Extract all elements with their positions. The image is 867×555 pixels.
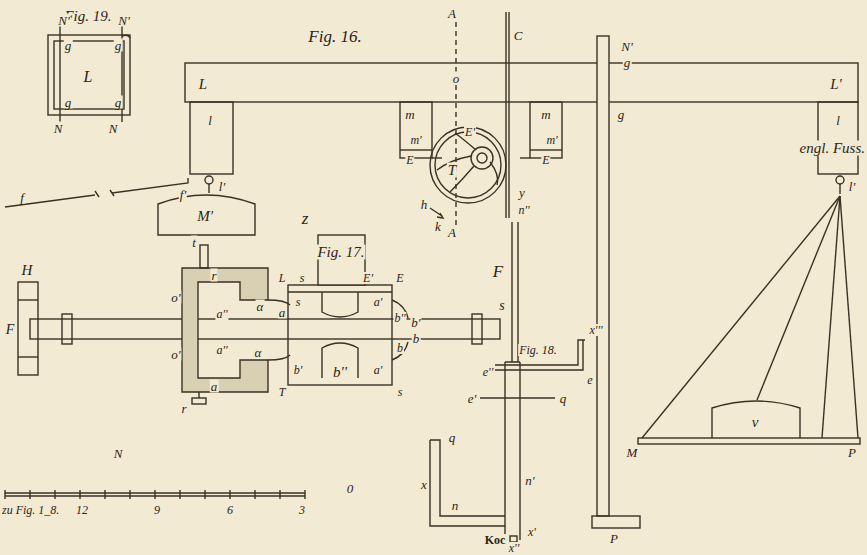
scale-number: 3	[298, 504, 306, 516]
part-letter: f	[19, 191, 25, 204]
part-letter: x''	[508, 542, 520, 554]
part-letter: N	[108, 122, 119, 135]
part-letter: v	[751, 415, 760, 430]
part-letter: r	[180, 402, 187, 415]
part-letter: a''	[215, 344, 228, 356]
part-letter: E	[541, 154, 550, 166]
part-letter: g	[623, 56, 632, 69]
part-letter: α	[254, 346, 263, 359]
part-letter: b'	[410, 316, 421, 329]
part-letter: E	[395, 272, 404, 284]
part-letter: F	[5, 323, 16, 337]
part-letter: s	[498, 299, 505, 313]
scale-number: 6	[226, 504, 234, 516]
part-letter: h	[420, 198, 429, 211]
part-letter: a'	[373, 296, 384, 308]
part-letter: b	[396, 342, 404, 354]
part-letter: y	[518, 186, 526, 199]
figure-title: Fig. 16.	[307, 28, 362, 45]
part-letter: α	[256, 300, 265, 313]
figure-title: Fig. 19.	[63, 9, 112, 24]
part-letter: l	[207, 114, 213, 127]
part-letter: P	[847, 446, 857, 459]
part-letter: l	[835, 114, 841, 127]
part-letter: E'	[464, 126, 476, 138]
part-letter: g	[64, 96, 73, 109]
part-letter: L	[278, 272, 287, 284]
part-letter: b''	[332, 365, 348, 380]
part-letter: b''	[393, 312, 406, 324]
part-letter: A	[447, 7, 457, 20]
part-letter: g	[617, 108, 626, 121]
note-text: zu Fig. 1_8.	[1, 504, 60, 516]
part-letter: E	[405, 154, 414, 166]
part-letter: N'	[57, 14, 70, 27]
figure-title: Fig. 18.	[518, 344, 558, 356]
part-letter: q	[559, 392, 568, 405]
part-letter: a'	[373, 364, 384, 376]
part-letter: A	[447, 226, 457, 239]
part-letter: N	[113, 447, 124, 460]
part-letter: t	[191, 236, 197, 249]
part-letter: n	[451, 499, 460, 512]
part-letter: N	[53, 122, 64, 135]
part-letter: T	[447, 163, 457, 178]
part-letter: N'	[117, 14, 130, 27]
part-letter: k	[434, 220, 442, 233]
part-letter: Koc	[484, 534, 507, 546]
part-letter: b'	[293, 364, 304, 376]
part-letter: s	[295, 296, 302, 308]
part-letter: g	[64, 39, 73, 52]
part-letter: s	[397, 386, 404, 398]
part-letter: P	[609, 532, 619, 545]
part-letter: L	[83, 69, 94, 85]
part-letter: s	[299, 272, 306, 284]
part-letter: N'	[620, 40, 633, 53]
part-letter: g	[114, 39, 123, 52]
part-letter: l'	[848, 180, 856, 193]
part-letter: l'	[218, 180, 226, 193]
figure-title: Fig. 17.	[316, 245, 365, 260]
part-letter: x	[420, 478, 428, 491]
note-text: engl. Fuss.	[799, 141, 866, 156]
part-letter: x'	[527, 526, 537, 538]
part-letter: L	[198, 77, 208, 92]
part-letter: f'	[179, 188, 187, 201]
part-letter: m	[540, 108, 551, 121]
part-letter: a	[210, 380, 219, 393]
part-letter: E'	[362, 272, 374, 284]
scale-number: 0	[346, 482, 355, 495]
part-letter: T	[278, 386, 287, 398]
part-letter: e	[586, 374, 593, 386]
part-letter: m'	[545, 134, 558, 146]
part-letter: z	[301, 210, 310, 227]
part-letter: a''	[215, 308, 228, 320]
part-letter: b	[412, 332, 421, 345]
part-letter: e'	[467, 392, 478, 405]
part-letter: C	[513, 29, 524, 42]
part-letter: H	[21, 263, 34, 278]
part-letter: e''	[482, 366, 494, 378]
part-letter: x'''	[588, 324, 603, 336]
part-letter: o'	[170, 291, 181, 304]
part-letter: M	[626, 446, 639, 459]
part-letter: n''	[517, 204, 530, 216]
part-letter: g	[114, 96, 123, 109]
part-letter: r	[210, 269, 217, 282]
part-letter: q	[448, 431, 457, 444]
part-letter: o'	[170, 348, 181, 361]
part-letter: m	[404, 108, 415, 121]
part-letter: a	[278, 306, 287, 319]
scale-number: 12	[75, 504, 89, 516]
part-letter: L'	[829, 77, 843, 92]
part-letter: m'	[409, 134, 422, 146]
part-letter: M'	[196, 209, 214, 224]
part-letter: F	[492, 263, 504, 280]
part-letter: n'	[524, 474, 535, 487]
scale-number: 9	[153, 504, 161, 516]
part-letter: o	[452, 72, 461, 85]
